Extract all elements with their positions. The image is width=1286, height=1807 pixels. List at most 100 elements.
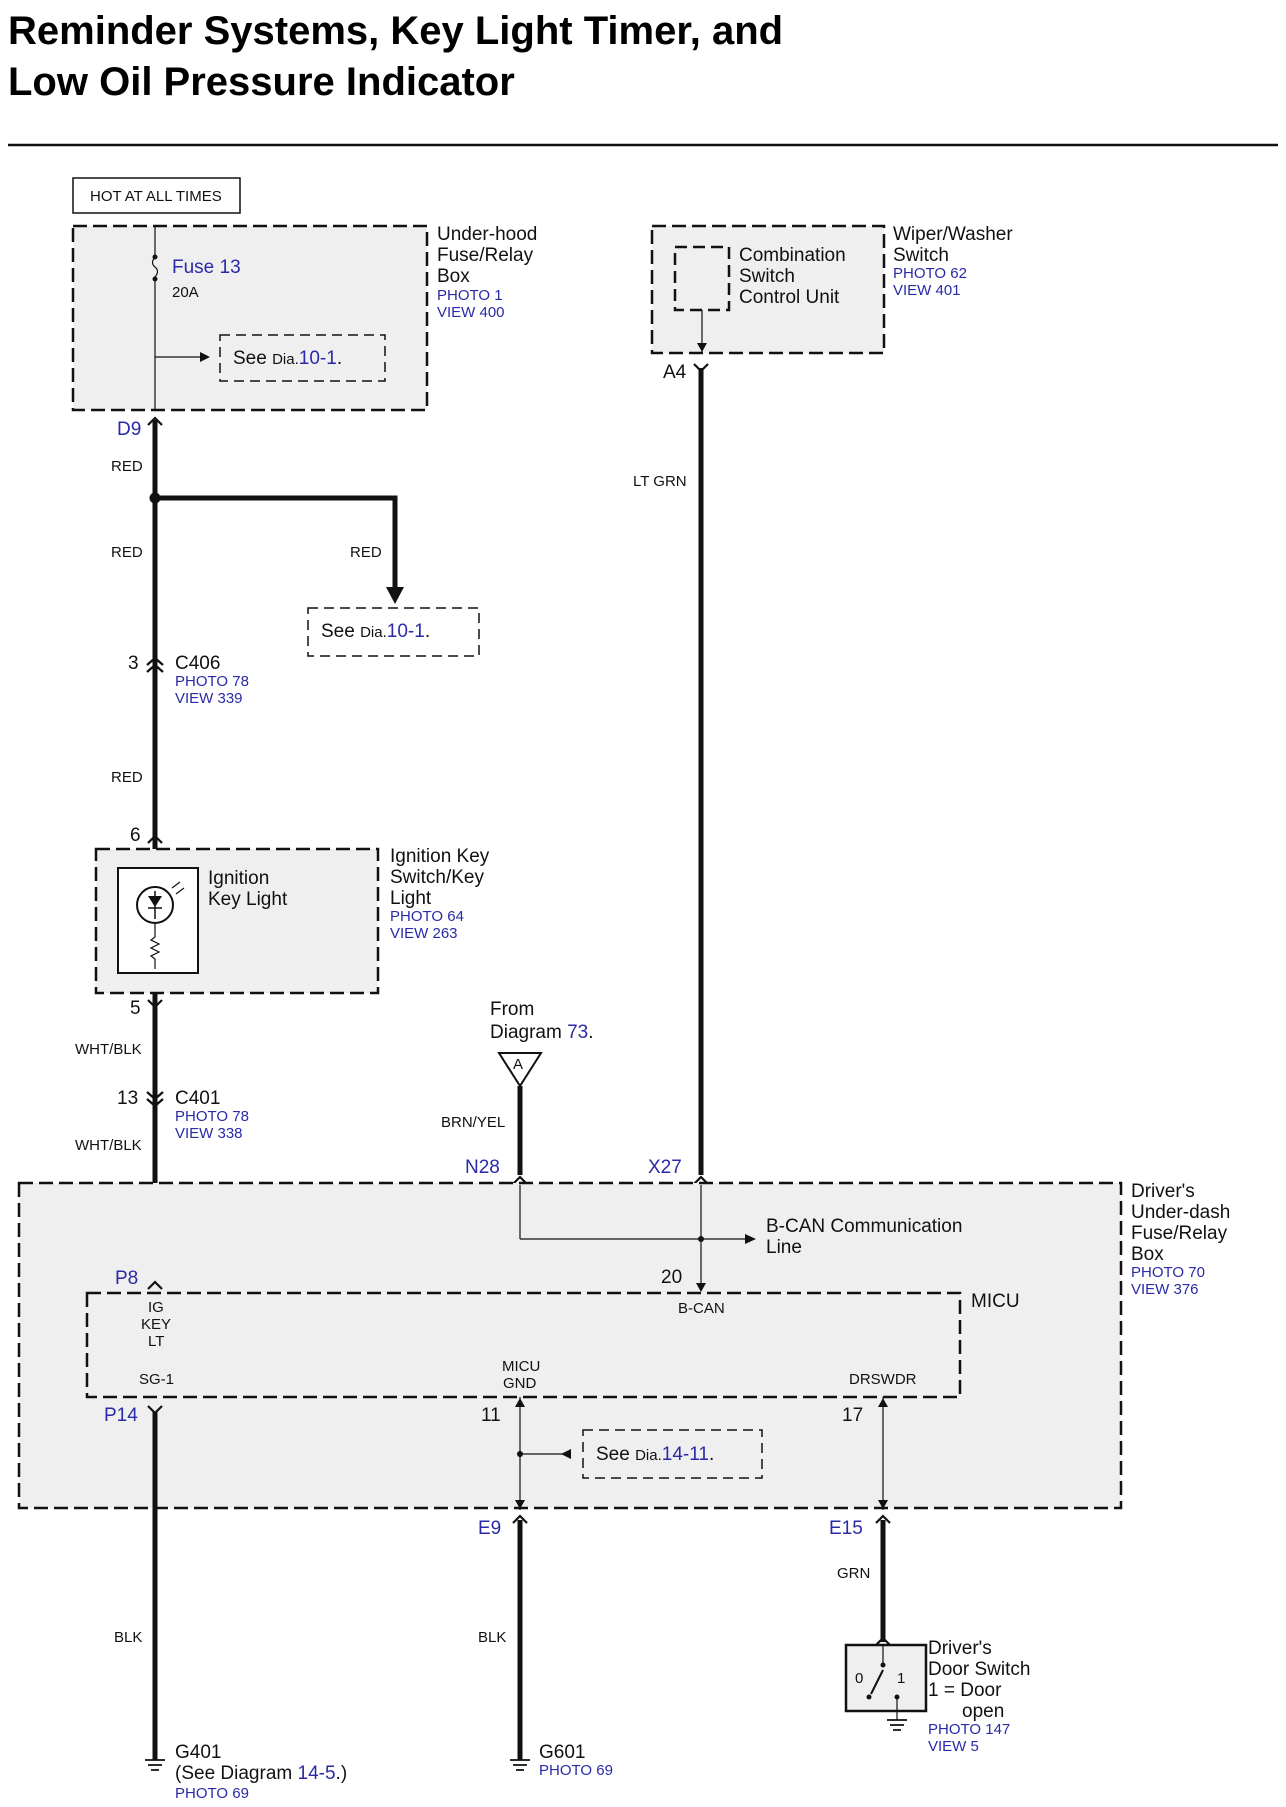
see-dia-10-1-box-b[interactable] — [307, 607, 480, 657]
connector-n28 — [512, 1175, 528, 1185]
g601-photo[interactable]: PHOTO 69 — [539, 1762, 613, 1779]
g401-ground-icon — [145, 1759, 165, 1771]
ignition-photo[interactable]: PHOTO 64 — [390, 908, 464, 925]
fuse-rating: 20A — [172, 284, 199, 301]
title-line-2: Low Oil Pressure Indicator — [8, 60, 515, 104]
pin-11: 11 — [481, 1405, 501, 1426]
wire-red-branch-arrow — [386, 587, 404, 604]
door-switch-lever-icon — [870, 1669, 884, 1695]
from-flag-a[interactable] — [497, 1052, 543, 1088]
ignition-pin-top: 6 — [130, 825, 141, 846]
micu-box — [85, 1291, 962, 1399]
micu-terminal-bcan: B-CAN — [678, 1300, 725, 1317]
bcan-line-1: B-CAN Communication — [766, 1216, 962, 1237]
door-switch-contact-left — [866, 1694, 872, 1700]
connector-d9 — [147, 416, 163, 426]
wiper-name-1: Wiper/Washer — [893, 224, 1013, 245]
wire-red-label-1: RED — [111, 458, 143, 475]
door-switch-contact-top — [880, 1662, 886, 1668]
bcan-pin-20: 20 — [661, 1267, 682, 1288]
ignition-view[interactable]: VIEW 263 — [390, 925, 458, 942]
ignition-inner-2: Key Light — [208, 889, 288, 910]
c406-view[interactable]: VIEW 339 — [175, 690, 243, 707]
bcan-line-2: Line — [766, 1237, 802, 1258]
pin-n28: N28 — [465, 1157, 500, 1178]
door-switch-name-1: Driver's — [928, 1638, 992, 1659]
door-switch-pos-1: 1 — [897, 1670, 905, 1687]
ignition-name-3: Light — [390, 888, 432, 909]
micu-terminal-gnd-1: MICU — [502, 1358, 540, 1375]
micu-terminal-ig: IG — [148, 1299, 164, 1316]
door-switch-name-4: open — [962, 1701, 1004, 1722]
wire-whtblk-label-2: WHT/BLK — [75, 1137, 142, 1154]
c406-name: C406 — [175, 653, 220, 674]
bcan-splice — [698, 1236, 704, 1242]
door-internal-arrow-top — [878, 1398, 888, 1407]
fuse-node-top — [152, 254, 158, 260]
c401-view[interactable]: VIEW 338 — [175, 1125, 243, 1142]
pin-e9: E9 — [478, 1518, 501, 1539]
c406-photo[interactable]: PHOTO 78 — [175, 673, 249, 690]
wire-blk-label-2: BLK — [478, 1629, 506, 1646]
wiper-inner-1: Combination — [739, 245, 846, 266]
see-dia-10-1-link-a[interactable]: See Dia.10-1. — [233, 348, 342, 369]
connector-x27 — [693, 1175, 709, 1185]
see-dia-14-11-box[interactable] — [582, 1429, 763, 1479]
connector-c406 — [146, 656, 164, 673]
bulb-led-arrow — [148, 896, 162, 907]
underhood-fuse-box — [71, 224, 429, 412]
door-switch-view[interactable]: VIEW 5 — [928, 1738, 979, 1755]
pin-p14: P14 — [104, 1405, 138, 1426]
micu-terminal-key: KEY — [141, 1316, 171, 1333]
underhood-view[interactable]: VIEW 400 — [437, 304, 505, 321]
wiper-inner-2: Switch — [739, 266, 795, 287]
micu-terminal-sg1: SG-1 — [139, 1371, 174, 1388]
wire-red-label-3: RED — [350, 544, 382, 561]
wire-red-branch — [155, 495, 398, 593]
hot-at-all-times-label: HOT AT ALL TIMES — [90, 188, 222, 205]
hot-at-all-times-box — [72, 177, 241, 214]
g401-photo[interactable]: PHOTO 69 — [175, 1785, 249, 1802]
gnd-internal-arrow-top — [515, 1398, 525, 1407]
door-switch-name-3: 1 = Door — [928, 1680, 1002, 1701]
pin-17: 17 — [842, 1405, 863, 1426]
underhood-name-1: Under-hood — [437, 224, 537, 245]
wire-ltgrn-label: LT GRN — [633, 473, 687, 490]
g401-name: G401 — [175, 1742, 221, 1763]
driverbox-name-2: Under-dash — [1131, 1202, 1230, 1223]
connector-ignition-bottom — [147, 999, 163, 1009]
bulb-light-rays-icon — [171, 881, 185, 895]
see-dia-10-1-link-b[interactable]: See Dia.10-1. — [321, 621, 430, 642]
wire-whtblk-label-1: WHT/BLK — [75, 1041, 142, 1058]
see-dia-10-1-box-a[interactable] — [219, 334, 386, 382]
driverbox-photo[interactable]: PHOTO 70 — [1131, 1264, 1205, 1281]
wiper-view[interactable]: VIEW 401 — [893, 282, 961, 299]
underhood-photo[interactable]: PHOTO 1 — [437, 287, 503, 304]
micu-terminal-lt: LT — [148, 1333, 164, 1350]
wiper-photo[interactable]: PHOTO 62 — [893, 265, 967, 282]
door-switch-photo[interactable]: PHOTO 147 — [928, 1721, 1010, 1738]
see-dia-14-11-arrow — [561, 1449, 571, 1459]
connector-e15 — [875, 1514, 891, 1524]
micu-terminal-gnd-2: GND — [503, 1375, 537, 1392]
bcan-arrow — [745, 1234, 756, 1244]
wire-blk-label-1: BLK — [114, 1629, 142, 1646]
door-internal-arrow-bottom — [878, 1500, 888, 1509]
c401-photo[interactable]: PHOTO 78 — [175, 1108, 249, 1125]
fuse-label: Fuse 13 — [172, 257, 241, 278]
underhood-name-2: Fuse/Relay — [437, 245, 534, 266]
pin-d9: D9 — [117, 419, 141, 440]
ignition-name-1: Ignition Key — [390, 846, 490, 867]
from-line-1: From — [490, 999, 534, 1020]
connector-p8 — [147, 1280, 163, 1290]
pin-x27: X27 — [648, 1157, 682, 1178]
wiper-internal-arrow — [697, 343, 707, 352]
g401-see[interactable]: (See Diagram 14-5.) — [175, 1763, 347, 1784]
c406-pin: 3 — [128, 653, 139, 674]
driverbox-view[interactable]: VIEW 376 — [1131, 1281, 1199, 1298]
wiper-name-2: Switch — [893, 245, 949, 266]
title-line-1: Reminder Systems, Key Light Timer, and — [8, 9, 783, 53]
see-dia-14-11-link[interactable]: See Dia.14-11. — [596, 1444, 714, 1465]
connector-e9 — [512, 1514, 528, 1524]
